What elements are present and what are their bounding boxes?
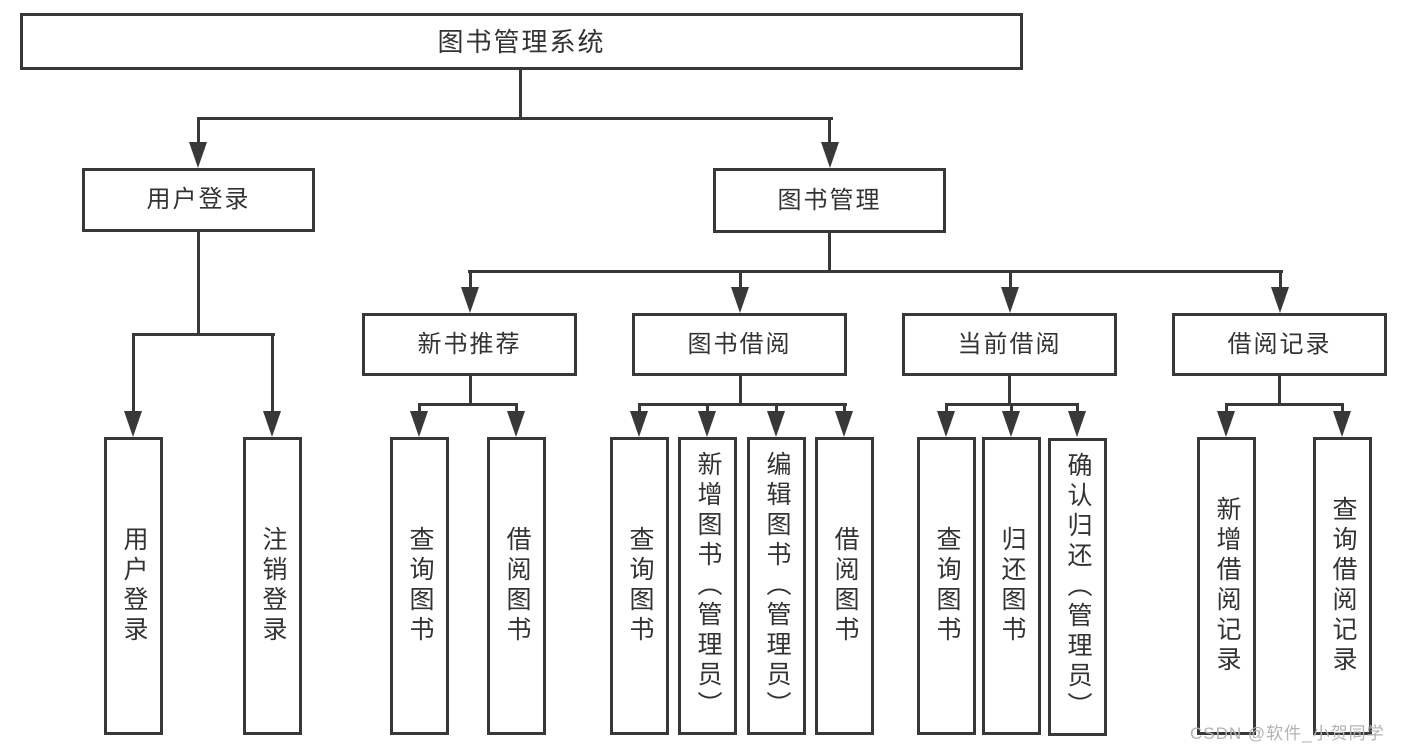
connector-newbook-branch — [418, 403, 518, 406]
leaf-current-confirm-label: 确认归还（管理员） — [1064, 452, 1092, 722]
connector-drop-newbook-child1 — [418, 403, 421, 413]
node-newbook-recommend-label: 新书推荐 — [417, 330, 522, 358]
connector-drop-newbook — [469, 270, 472, 290]
connector-drop-borrow-child3 — [775, 403, 778, 413]
connector-drop-current-child1 — [945, 403, 948, 413]
node-system-root-label: 图书管理系统 — [437, 26, 606, 57]
node-book-management: 图书管理 — [713, 168, 946, 233]
connector-drop-record-child2 — [1341, 403, 1344, 413]
connector-drop-newbook-child2 — [515, 403, 518, 413]
leaf-current-query-label: 查询图书 — [933, 526, 961, 646]
leaf-borrow-borrow: 借阅图书 — [815, 437, 874, 735]
leaf-newbook-query: 查询图书 — [390, 437, 449, 735]
connector-management-stem — [828, 233, 831, 273]
node-user-login: 用户登录 — [82, 168, 315, 232]
leaf-user-login-label: 用户登录 — [120, 526, 148, 646]
node-user-login-label: 用户登录 — [146, 186, 251, 213]
node-borrow-record-label: 借阅记录 — [1227, 330, 1332, 358]
arrowhead-borrow — [731, 287, 749, 313]
connector-login-stem — [197, 232, 200, 335]
arrowhead-user-login — [189, 142, 207, 168]
connector-drop-current-child3 — [1076, 403, 1079, 413]
arrowhead-newbook — [461, 287, 479, 313]
connector-drop-login-child2 — [271, 333, 274, 413]
leaf-borrow-query: 查询图书 — [610, 437, 669, 735]
leaf-current-confirm: 确认归还（管理员） — [1048, 438, 1107, 736]
leaf-current-return-label: 归还图书 — [998, 526, 1026, 646]
connector-drop-record-child1 — [1225, 403, 1228, 413]
connector-drop-current — [1009, 270, 1012, 290]
connector-drop-borrow-child4 — [843, 403, 846, 413]
connector-drop-borrow-child2 — [706, 403, 709, 413]
arrowhead-borrow-child1 — [630, 411, 648, 437]
connector-current-stem — [1008, 376, 1011, 405]
arrowhead-borrow-child2 — [698, 411, 716, 437]
connector-drop-borrow-child1 — [638, 403, 641, 413]
connector-login-branch — [132, 333, 275, 336]
connector-drop-user-login — [197, 117, 200, 145]
leaf-logout: 注销登录 — [243, 437, 302, 735]
connector-drop-login-child1 — [132, 333, 135, 413]
leaf-borrow-query-label: 查询图书 — [626, 526, 654, 646]
connector-borrow-stem — [739, 376, 742, 405]
leaf-user-login: 用户登录 — [104, 437, 163, 735]
leaf-borrow-borrow-label: 借阅图书 — [831, 526, 859, 646]
connector-borrow-branch — [638, 403, 847, 406]
node-system-root: 图书管理系统 — [20, 13, 1023, 70]
node-borrow-record: 借阅记录 — [1172, 313, 1387, 376]
leaf-logout-label: 注销登录 — [259, 526, 287, 646]
leaf-record-query: 查询借阅记录 — [1313, 437, 1372, 735]
connector-record-branch — [1225, 403, 1344, 406]
leaf-borrow-edit: 编辑图书（管理员） — [747, 437, 806, 735]
leaf-borrow-add: 新增图书（管理员） — [678, 437, 737, 735]
leaf-record-add-label: 新增借阅记录 — [1213, 496, 1241, 676]
node-book-borrow: 图书借阅 — [632, 313, 847, 376]
arrowhead-book-management — [821, 142, 839, 168]
leaf-current-query: 查询图书 — [917, 437, 976, 735]
leaf-newbook-borrow: 借阅图书 — [487, 437, 546, 735]
arrowhead-login-child2 — [263, 411, 281, 437]
connector-drop-borrow — [739, 270, 742, 290]
leaf-borrow-edit-label: 编辑图书（管理员） — [763, 451, 791, 721]
arrowhead-record-child1 — [1217, 411, 1235, 437]
connector-root-branch — [197, 117, 833, 120]
connector-drop-book-management — [828, 117, 831, 145]
connector-root-stem — [519, 70, 522, 119]
arrowhead-record-child2 — [1333, 411, 1351, 437]
arrowhead-record — [1271, 287, 1289, 313]
connector-newbook-stem — [469, 376, 472, 405]
arrowhead-current-child2 — [1002, 411, 1020, 437]
connector-drop-record — [1279, 270, 1282, 290]
node-book-borrow-label: 图书借阅 — [687, 330, 792, 358]
arrowhead-borrow-child3 — [767, 411, 785, 437]
connector-management-branch — [468, 270, 1283, 273]
leaf-newbook-query-label: 查询图书 — [406, 526, 434, 646]
arrowhead-current-child1 — [937, 411, 955, 437]
leaf-current-return: 归还图书 — [982, 437, 1041, 735]
leaf-newbook-borrow-label: 借阅图书 — [503, 526, 531, 646]
arrowhead-newbook-child1 — [410, 411, 428, 437]
leaf-record-add: 新增借阅记录 — [1197, 437, 1256, 735]
arrowhead-login-child1 — [124, 411, 142, 437]
csdn-watermark: CSDN @软件_小贺同学 — [1190, 724, 1385, 743]
leaf-borrow-add-label: 新增图书（管理员） — [694, 451, 722, 721]
leaf-record-query-label: 查询借阅记录 — [1329, 496, 1357, 676]
arrowhead-borrow-child4 — [835, 411, 853, 437]
arrowhead-current-child3 — [1068, 411, 1086, 437]
arrowhead-current — [1001, 287, 1019, 313]
node-current-borrow: 当前借阅 — [902, 313, 1117, 376]
connector-drop-current-child2 — [1010, 403, 1013, 413]
connector-record-stem — [1278, 376, 1281, 405]
node-book-management-label: 图书管理 — [777, 186, 882, 214]
node-newbook-recommend: 新书推荐 — [362, 313, 577, 376]
node-current-borrow-label: 当前借阅 — [957, 330, 1062, 358]
arrowhead-newbook-child2 — [507, 411, 525, 437]
